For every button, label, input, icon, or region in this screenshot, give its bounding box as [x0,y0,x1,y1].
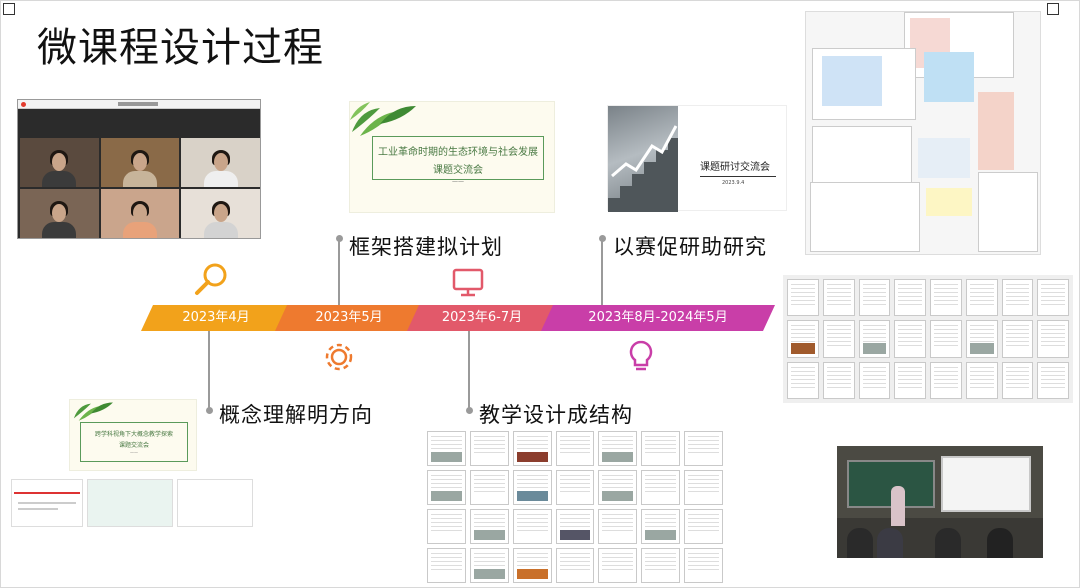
concept-meeting-card: 跨学科视角下大概念教学探索 课题交流会 —— [69,399,197,471]
connector-line [601,239,603,305]
timeline-segment-2: 2023年5月 [275,305,423,331]
leaves-icon [73,402,113,421]
card-subtitle: 课题交流会 [433,165,483,176]
connector-line [338,239,340,305]
timeline-segment-1: 2023年4月 [141,305,291,331]
slide-title: 微课程设计过程 [37,25,324,71]
research-documents-panel [783,275,1073,403]
competition-meeting-card: 课题研讨交流会 2023.9.4 [607,105,787,212]
connector-dot [599,235,606,242]
report-thumbnails [11,479,253,529]
step-label-framework: 框架搭建拟计划 [349,235,503,259]
card-presenter: —— [452,178,464,185]
monitor-icon [452,268,484,297]
card-title: 工业革命时期的生态环境与社会发展 [378,147,538,158]
window-icon[interactable] [1047,3,1059,15]
chat-screenshots [805,11,1041,255]
video-meeting-screenshot [17,99,261,239]
leaves-icon [350,102,416,136]
timeline-segment-4: 2023年8月-2024年5月 [541,305,775,331]
teaching-design-documents [427,431,723,583]
step-label-competition: 以赛促研助研究 [613,235,767,259]
card-title: 课题研讨交流会 [700,162,770,173]
gear-icon [325,343,353,371]
framework-meeting-card: 工业革命时期的生态环境与社会发展 课题交流会 —— [349,101,555,213]
stairs-photo [608,106,678,212]
lightbulb-icon [629,340,653,371]
card-subtitle: 课题交流会 [118,442,149,449]
step-label-teaching: 教学设计成结构 [479,403,633,427]
card-date: 2023.9.4 [722,180,745,186]
step-label-concept: 概念理解明方向 [219,403,373,427]
classroom-photo [837,446,1043,558]
card-title: 跨学科视角下大概念教学探索 [94,431,173,438]
magnifier-icon [195,263,227,295]
connector-dot [466,407,473,414]
connector-line [208,331,210,411]
connector-dot [206,407,213,414]
card-presenter: —— [130,450,138,455]
window-icon[interactable] [3,3,15,15]
connector-dot [336,235,343,242]
connector-line [468,331,470,411]
timeline-segment-3: 2023年6-7月 [407,305,557,331]
